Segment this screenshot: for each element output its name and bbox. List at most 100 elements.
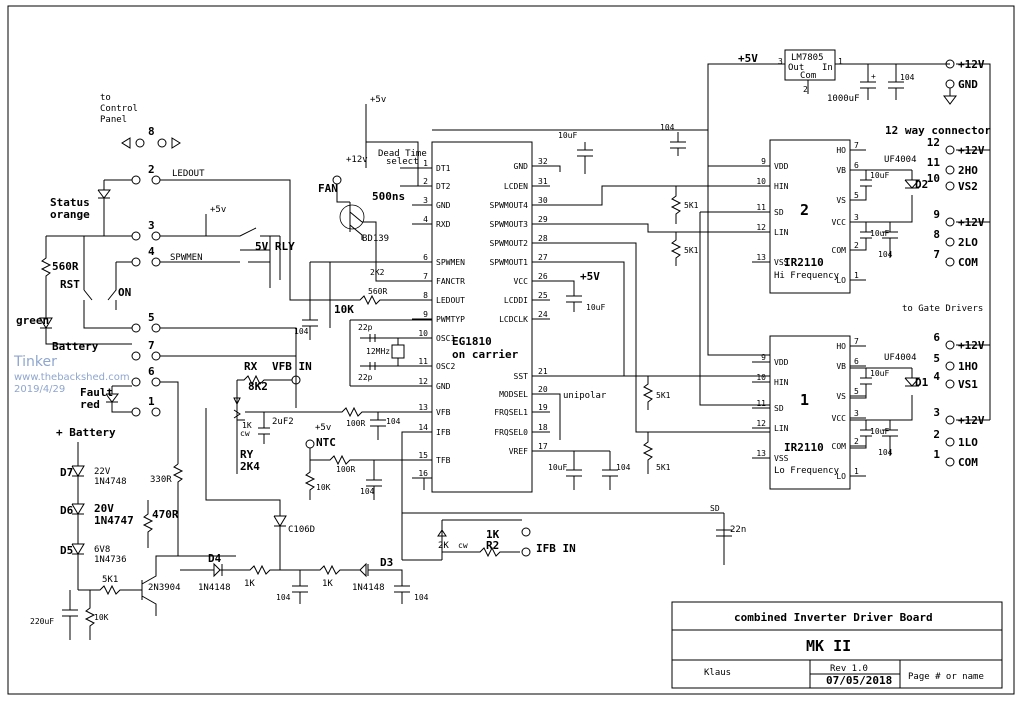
res-5k1-q: 5K1 (102, 575, 118, 585)
eg-right-pin-num: 31 (538, 177, 548, 186)
ir-right-pin-num: 3 (854, 213, 859, 222)
title-board: combined Inverter Driver Board (734, 611, 933, 624)
bootstrap-top: UF4004 10uF D2 10uF 104 (850, 155, 928, 259)
title-rev: Rev 1.0 (830, 664, 868, 674)
cp-title-1: to (100, 93, 111, 103)
ir-top-label: 2 (800, 201, 809, 219)
res-10k-q: 10K (94, 613, 109, 622)
cap-104-tfb: 104 (360, 487, 375, 496)
cp-ledout: LEDOUT (172, 169, 205, 179)
connector-12-way: 12 way connector to Gate Drivers +12V12+… (885, 58, 991, 469)
cp-plus-battery: + Battery (56, 426, 116, 439)
connector-pin-label: +12V (958, 144, 985, 157)
bootstrap-bottom-cap3: 104 (878, 448, 893, 457)
eg-left-pin-name: RXD (436, 220, 451, 229)
cp-pin-circle-a (131, 407, 141, 417)
res-5k1-b: 5K1 (684, 246, 699, 255)
res-10k-ntc: 10K (316, 483, 331, 492)
res-330r: 330R (150, 475, 172, 485)
eg-right-pin-name: SPWMOUT1 (489, 258, 528, 267)
eg-left-pin-name: GND (436, 382, 451, 391)
eg-right-pin-name: MODSEL (499, 390, 528, 399)
bootstrap-top-cap: 10uF (870, 171, 889, 180)
cp-pin-number: 5 (148, 311, 155, 324)
ir-left-pin-num: 13 (756, 253, 766, 262)
connector-pin-circle (945, 145, 955, 155)
ir-right-pin-num: 1 (854, 467, 859, 476)
ir-right-pin-name: VB (836, 362, 846, 371)
ir-right-pin-num: 5 (854, 191, 859, 200)
connector-pin-circle (945, 340, 955, 350)
bootstrap-top-diode-part: UF4004 (884, 155, 917, 165)
diode-d4-part: 1N4148 (198, 583, 231, 593)
eg-right-pin-name: FRQSEL1 (494, 408, 528, 417)
ir-right-pin-num: 6 (854, 357, 859, 366)
bootstrap-top-cap3: 104 (878, 250, 893, 259)
ir-left-pin-num: 10 (756, 373, 766, 382)
vcc5-ntc: +5v (315, 423, 331, 433)
cap-104-vfb: 104 (386, 417, 401, 426)
zener-d5: D5 (60, 544, 73, 557)
eg-left-pin-num: 7 (423, 272, 428, 281)
cap-2uf2: 2uF2 (272, 417, 294, 427)
watermark: Tinker www.thebackshed.com 2019/4/29 (13, 354, 130, 395)
eg-left-pin-num: 8 (423, 291, 428, 300)
zener-d5-part: 1N4736 (94, 555, 127, 565)
ir-right-pin-num: 3 (854, 409, 859, 418)
zener-d7-part: 1N4748 (94, 477, 127, 487)
ir-left-pin-name: LIN (774, 424, 789, 433)
eg-right-pin-name: FRQSEL0 (494, 428, 528, 437)
dead-time-fan: +5v Dead Time select 500ns +12v FAN BD13… (205, 95, 432, 387)
feedback-inputs: RX 8K2 VFB IN 1K cw RY 2K4 2uF2 100R 104… (233, 360, 432, 560)
ir-left-pin-num: 10 (756, 177, 766, 186)
ic-eg1810-left-pins: 1DT12DT23GND4RXD6SPWMEN7FANCTR8LEDOUT9PW… (412, 159, 465, 479)
ir-right-pin-num: 1 (854, 271, 859, 280)
ir-right-pin-num: 7 (854, 337, 859, 346)
ir-right-pin-name: HO (836, 146, 846, 155)
connector-pin-circle (945, 181, 955, 191)
label-rx: RX (244, 360, 258, 373)
eg-right-pin-name: LCDEN (504, 182, 528, 191)
connector-pin-num: 5 (933, 352, 940, 365)
bootstrap-bottom-d1: D1 (915, 376, 929, 389)
ir-left-pin-name: VSS (774, 454, 789, 463)
eg-left-pin-name: VFB (436, 408, 451, 417)
eg-left-pin-name: DT1 (436, 164, 451, 173)
connector-pin-label: 1LO (958, 436, 978, 449)
eg-right-pin-num: 18 (538, 423, 548, 432)
cp-on: ON (118, 286, 131, 299)
eg-left-pin-name: LEDOUT (436, 296, 465, 305)
cap-104-top: 104 (660, 123, 675, 132)
connector-pin-circle (945, 361, 955, 371)
connector-pin-num: 9 (933, 208, 940, 221)
bootstrap-bottom-diode-part: UF4004 (884, 353, 917, 363)
crystal-12mhz: 12MHz (366, 347, 390, 356)
regulator-pin-com: 2 (803, 85, 808, 94)
connector-pin-num: 3 (933, 406, 940, 419)
label-ntc: NTC (316, 436, 336, 449)
regulator-in: In (822, 63, 833, 73)
watermark-date: 2019/4/29 (14, 384, 65, 395)
connector-pin-label: COM (958, 456, 978, 469)
title-page: Page # or name (908, 672, 984, 682)
bootstrap-bottom-cap2: 10uF (870, 427, 889, 436)
res-10k: 10K (334, 303, 354, 316)
ir-left-pin-name: HIN (774, 182, 789, 191)
title-date: 07/05/2018 (826, 674, 892, 687)
ir-left-pin-name: VDD (774, 162, 789, 171)
label-vcc5-reg: +5V (738, 52, 758, 65)
pot-2k-cw: cw (458, 541, 468, 550)
connector-pin-circle (945, 437, 955, 447)
eg-left-pin-name: OSC1 (436, 334, 455, 343)
connector-pin-circle (945, 59, 955, 69)
label-relay: 5V RLY (255, 240, 295, 253)
ic-ir2110-bottom: 1 IR2110 Lo Frequency 9VDD10HIN11SD12LIN… (752, 335, 866, 490)
regulator-out: Out (788, 63, 804, 73)
ir-right-pin-name: LO (836, 276, 846, 285)
vcc5-deadtime: +5v (370, 95, 386, 105)
label-ifb-in: IFB IN (536, 542, 576, 555)
ir-right-pin-num: 6 (854, 161, 859, 170)
ir-right-pin-name: VB (836, 166, 846, 175)
eg-right-pin-name: SPWMOUT3 (489, 220, 528, 229)
